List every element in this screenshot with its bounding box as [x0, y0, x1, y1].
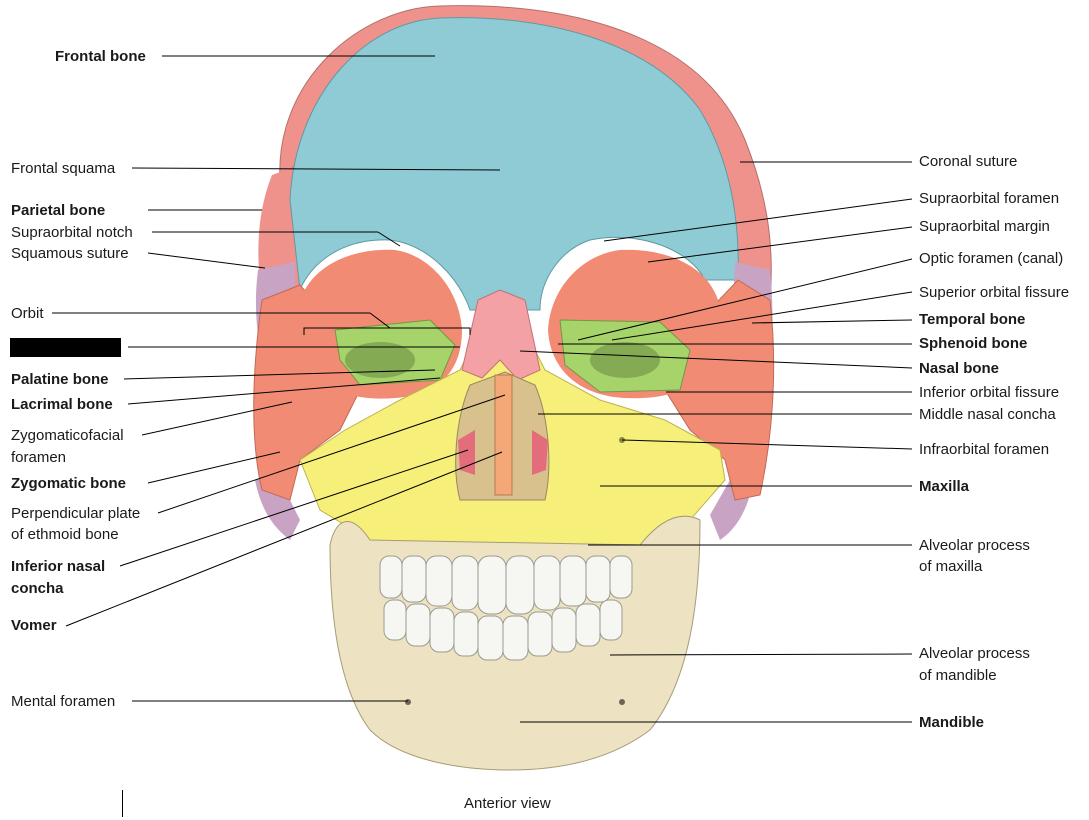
label-alveolar-maxilla-line2: of maxilla [919, 558, 983, 575]
label-temporal-bone: Temporal bone [919, 311, 1026, 328]
label-frontal-bone: Frontal bone [55, 48, 146, 65]
label-alveolar-maxilla-line1: Alveolar process [919, 537, 1030, 554]
label-perpendicular-plate-line2: of ethmoid bone [11, 526, 119, 543]
label-zygomaticofacial-line2: foramen [11, 449, 67, 466]
leader-lines [52, 55, 913, 723]
caption-divider [122, 790, 123, 817]
label-mental-foramen: Mental foramen [11, 693, 116, 710]
label-superior-orbital-fissure: Superior orbital fissure [919, 284, 1070, 301]
inferior-concha-right [532, 430, 548, 475]
label-supraorbital-notch: Supraorbital notch [11, 224, 133, 241]
orbit-left-shadow [345, 342, 415, 378]
caption-anterior-view: Anterior view [464, 795, 551, 812]
label-inferior-nasal-concha-line2: concha [11, 580, 64, 597]
orbit-right-shadow [590, 342, 660, 378]
label-inferior-orbital-fissure: Inferior orbital fissure [919, 384, 1060, 401]
label-zygomaticofacial-line1: Zygomaticofacial [11, 427, 124, 444]
label-infraorbital-foramen: Infraorbital foramen [919, 441, 1050, 458]
label-optic-foramen: Optic foramen (canal) [919, 250, 1064, 267]
label-maxilla: Maxilla [919, 478, 970, 495]
label-mandible: Mandible [919, 714, 985, 731]
label-palatine-bone: Palatine bone [11, 371, 109, 388]
label-nasal-bone: Nasal bone [919, 360, 1000, 377]
label-parietal-bone: Parietal bone [11, 202, 106, 219]
teeth [379, 555, 633, 661]
label-squamous-suture: Squamous suture [11, 245, 129, 262]
label-zygomatic-bone: Zygomatic bone [11, 475, 127, 492]
label-orbit: Orbit [11, 305, 44, 322]
label-middle-nasal-concha: Middle nasal concha [919, 406, 1056, 423]
label-alveolar-mandible-line2: of mandible [919, 667, 997, 684]
label-alveolar-mandible-line1: Alveolar process [919, 645, 1030, 662]
label-supraorbital-margin: Supraorbital margin [919, 218, 1050, 235]
redacted-label-box [10, 338, 121, 357]
label-lacrimal-bone: Lacrimal bone [11, 396, 113, 413]
label-vomer: Vomer [11, 617, 57, 634]
inferior-concha-left [458, 430, 475, 475]
zygomatic-bone-right [664, 279, 775, 501]
mental-foramen-right [619, 699, 625, 705]
label-perpendicular-plate-line1: Perpendicular plate [11, 505, 141, 522]
mental-foramen-left [405, 699, 411, 705]
label-frontal-squama: Frontal squama [11, 160, 116, 177]
label-coronal-suture: Coronal suture [919, 153, 1018, 170]
label-sphenoid-bone: Sphenoid bone [919, 335, 1028, 352]
label-inferior-nasal-concha-line1: Inferior nasal [11, 558, 106, 575]
label-supraorbital-foramen: Supraorbital foramen [919, 190, 1060, 207]
nasal-septum [494, 374, 513, 496]
